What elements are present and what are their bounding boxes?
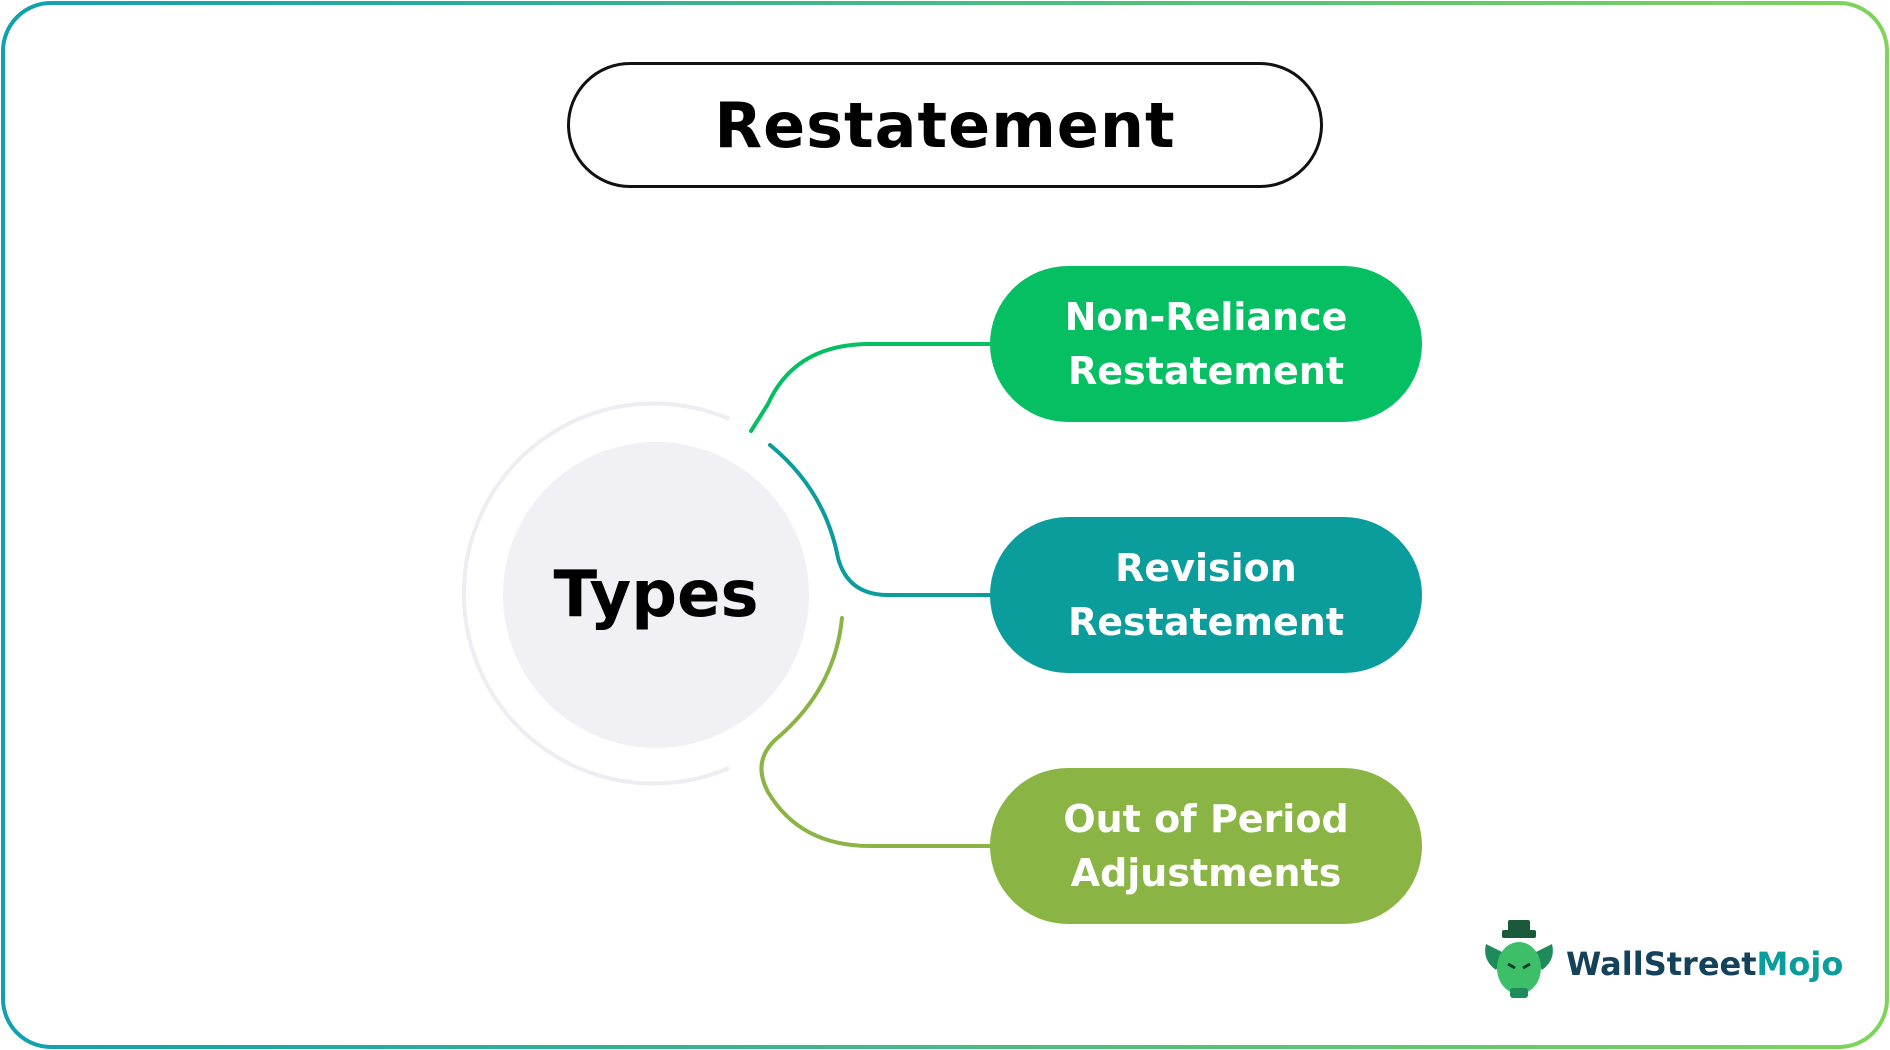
center-circle bbox=[503, 442, 809, 748]
type-node-line1: Revision bbox=[1115, 546, 1297, 590]
center-label: Types bbox=[553, 558, 759, 632]
brand-name: WallStreetMojo bbox=[1566, 945, 1843, 983]
type-node-line2: Restatement bbox=[1068, 600, 1344, 644]
page-title: Restatement bbox=[714, 88, 1176, 162]
type-node-line1: Non-Reliance bbox=[1064, 295, 1348, 339]
type-node-non-reliance: Non-Reliance Restatement bbox=[990, 266, 1422, 422]
type-node-line2: Adjustments bbox=[1070, 851, 1342, 895]
outer-ring bbox=[461, 401, 730, 786]
title-pill: Restatement bbox=[567, 62, 1323, 188]
type-node-revision: Revision Restatement bbox=[990, 517, 1422, 673]
brand-logo-icon bbox=[1485, 920, 1553, 998]
type-node-out-of-period: Out of Period Adjustments bbox=[990, 768, 1422, 924]
connector-non-reliance bbox=[749, 342, 992, 433]
brand: WallStreetMojo bbox=[1566, 945, 1843, 983]
type-node-line2: Restatement bbox=[1068, 349, 1344, 393]
connector-out-of-period bbox=[759, 616, 992, 848]
type-node-line1: Out of Period bbox=[1063, 797, 1349, 841]
brand-name-part2: Mojo bbox=[1756, 945, 1844, 983]
connector-revision bbox=[768, 443, 992, 597]
brand-name-part1: WallStreet bbox=[1566, 945, 1757, 983]
